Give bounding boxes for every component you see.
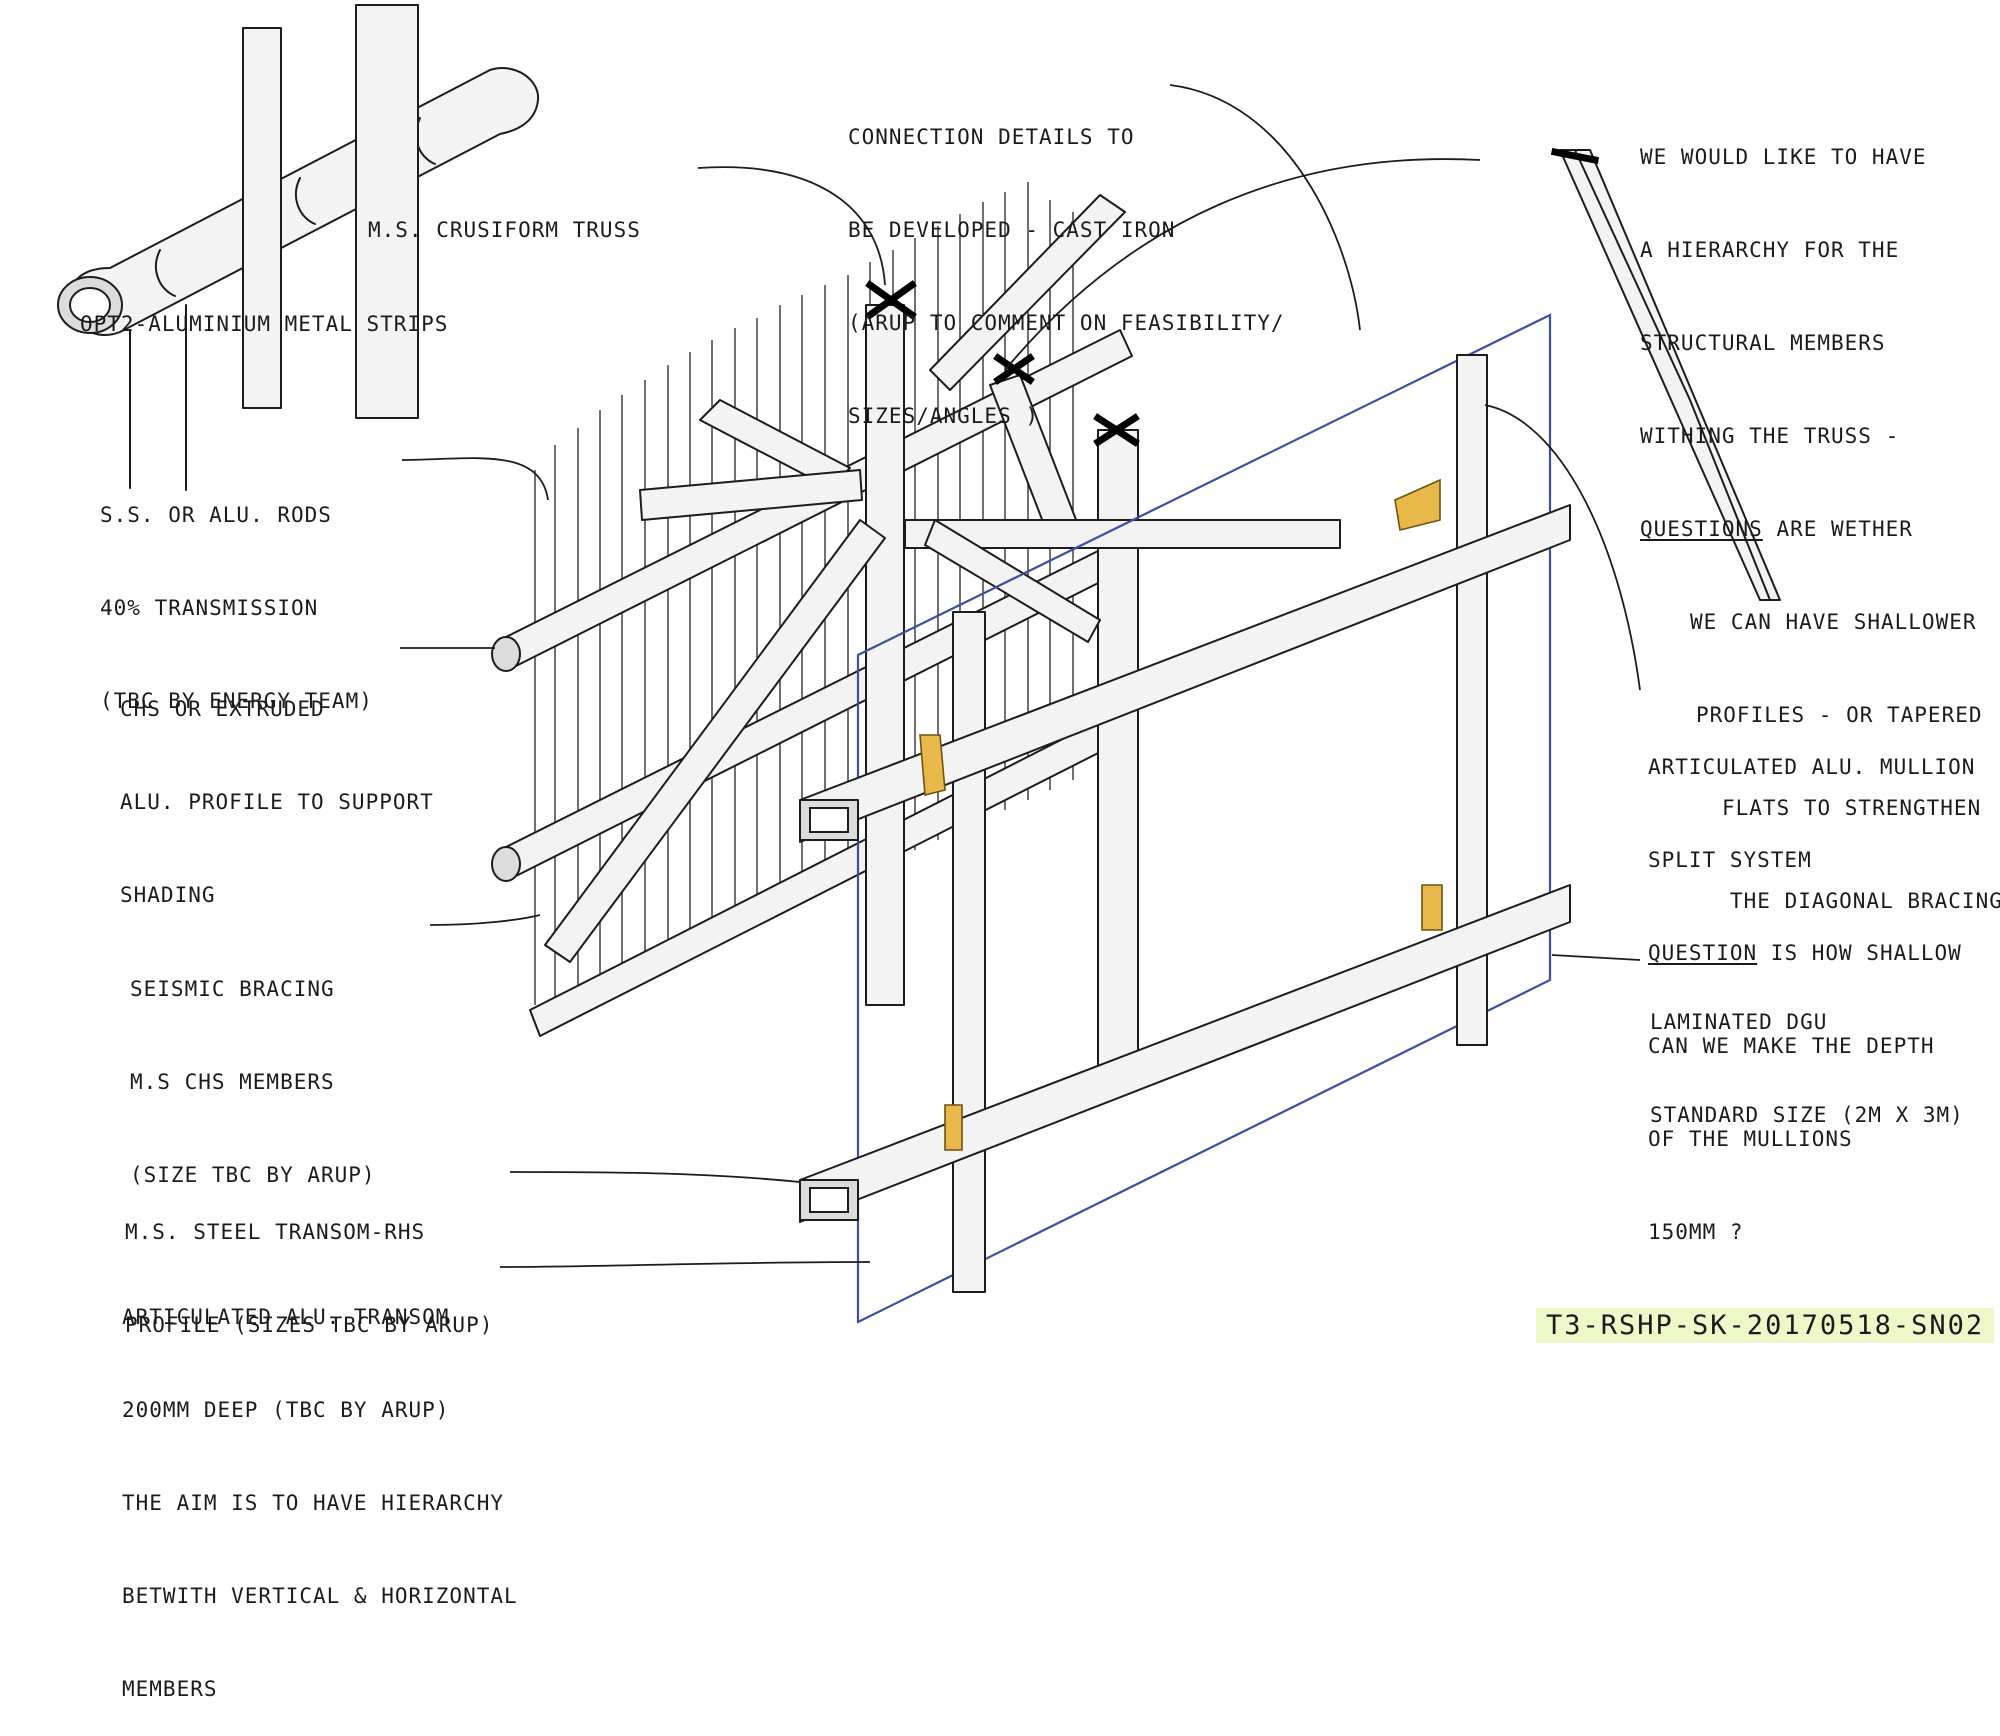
dgu-glass-outline — [856, 313, 1552, 1324]
leader-lines — [400, 84, 1641, 1268]
note-seismic-bracing: SEISMIC BRACING M.S CHS MEMBERS (SIZE TB… — [130, 977, 376, 1187]
note-aluminium-strips: OPT2-ALUMINIUM METAL STRIPS — [80, 312, 449, 336]
note-cruciform-truss: M.S. CRUSIFORM TRUSS — [368, 218, 641, 242]
bracket-4 — [944, 1104, 963, 1151]
cruciform-truss — [544, 194, 1341, 1071]
inset-tube-detail — [57, 4, 540, 491]
note-rods: S.S. OR ALU. RODS 40% TRANSMISSION (TBC … — [100, 503, 373, 713]
aluminium-strip-1 — [242, 27, 282, 409]
note-chs-profile: CHS OR EXTRUDED ALU. PROFILE TO SUPPORT … — [120, 697, 434, 907]
note-steel-transom: M.S. STEEL TRANSOM-RHS PROFILE (SIZES TB… — [125, 1220, 494, 1337]
note-laminated-dgu: LAMINATED DGU STANDARD SIZE (2m X 3m) — [1650, 1010, 1964, 1127]
tapered-member-detail — [1550, 147, 1781, 601]
bracket-3 — [1421, 884, 1443, 931]
drawing-reference: T3-RSHP-SK-20170518-SN02 — [1536, 1308, 1995, 1343]
transom-lower — [799, 884, 1571, 1223]
seismic-brace-2 — [639, 469, 863, 521]
glazed-frame — [799, 313, 1571, 1324]
facade-sketch — [57, 4, 1781, 1324]
truss-mast-front — [865, 304, 905, 1006]
mullion-left — [952, 611, 986, 1293]
note-alu-transom: ARTICULATED ALU. TRANSOM 200mm DEEP (TBC… — [122, 1305, 518, 1701]
aluminium-strip-2 — [355, 4, 419, 419]
bracket-1 — [919, 734, 946, 797]
note-connection-details: CONNECTION DETAILS TO BE DEVELOPED - CAS… — [848, 125, 1285, 428]
note-mullion-question: ARTICULATED ALU. MULLION SPLIT SYSTEM QU… — [1648, 755, 1976, 1244]
seismic-brace-1 — [544, 519, 886, 963]
note-hierarchy-question: WE WOULD LIKE TO HAVE A HIERARCHY FOR TH… — [1640, 145, 2000, 913]
bracket-2 — [1394, 478, 1441, 531]
